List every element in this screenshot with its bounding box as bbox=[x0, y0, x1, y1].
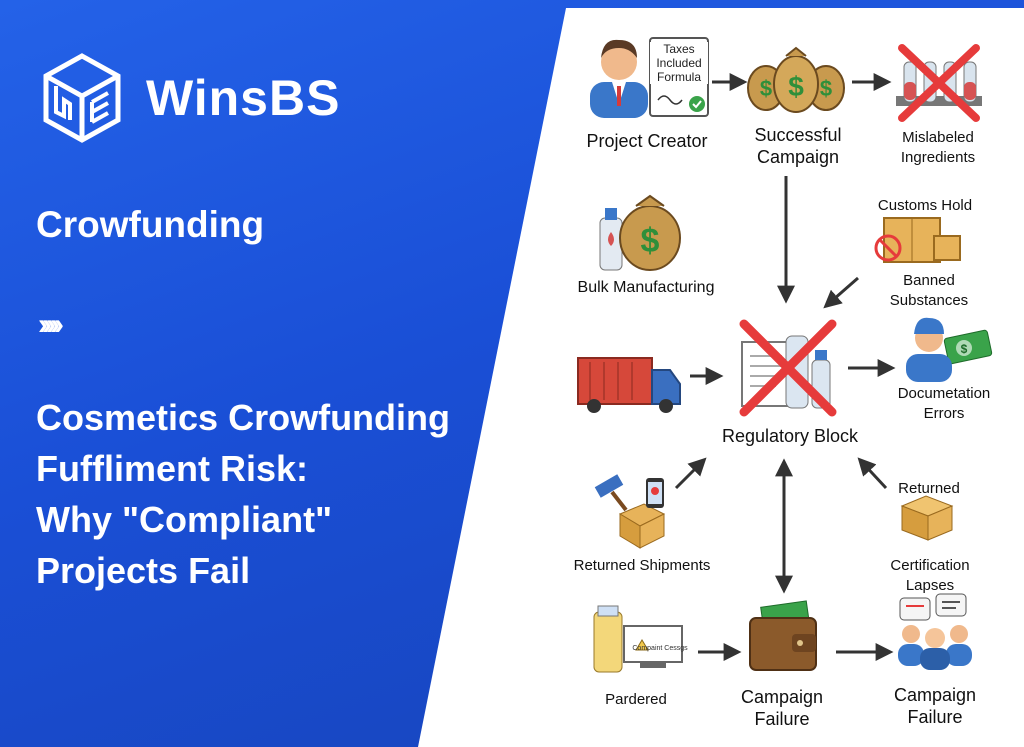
brand: WinsBS bbox=[42, 52, 340, 144]
bottle-screen-icon: Compaint Cessgs bbox=[593, 605, 688, 673]
label-regulatory-block: Regulatory Block bbox=[721, 426, 859, 446]
label-bulk-manufacturing: Bulk Manufacturing bbox=[577, 279, 715, 296]
document-text: Taxes Included Formula bbox=[650, 42, 708, 84]
svg-text:$: $ bbox=[641, 222, 660, 260]
boxes-icon bbox=[874, 217, 961, 263]
label-pardered: Pardered bbox=[605, 691, 667, 708]
label-campaign-failure-1: Campaign Failure bbox=[740, 687, 824, 729]
winsbs-logo-icon bbox=[43, 53, 121, 143]
wallet-icon bbox=[749, 600, 817, 671]
label-banned-substances: Banned Substances bbox=[889, 272, 969, 309]
label-returned: Returned bbox=[898, 480, 960, 497]
label-successful-campaign: Successful Campaign bbox=[754, 125, 842, 167]
bottle-money-bag-icon: $ bbox=[599, 194, 681, 271]
arrows bbox=[674, 73, 896, 661]
svg-text:$: $ bbox=[961, 342, 968, 356]
money-bags-icon: $ $ $ bbox=[747, 46, 845, 113]
person-icon bbox=[590, 39, 648, 118]
box-icon bbox=[900, 495, 954, 541]
group-people-icon bbox=[898, 593, 972, 670]
svg-text:$: $ bbox=[820, 76, 832, 101]
label-documentation-errors: Documetation Errors bbox=[897, 385, 991, 422]
label-project-creator: Project Creator bbox=[586, 131, 708, 151]
truck-icon bbox=[577, 357, 681, 413]
svg-text:$: $ bbox=[760, 76, 772, 101]
regulatory-block-icon bbox=[739, 319, 837, 417]
label-returned-shipments: Returned Shipments bbox=[573, 557, 711, 574]
section-label: Crowfunding bbox=[36, 204, 265, 245]
label-customs-hold: Customs Hold bbox=[877, 197, 973, 214]
person-cash-icon: $ bbox=[906, 317, 993, 382]
screen-text: Compaint Cessgs bbox=[632, 645, 688, 652]
svg-text:$: $ bbox=[788, 71, 804, 102]
brand-name: WinsBS bbox=[146, 70, 341, 126]
label-campaign-failure-2: Campaign Failure bbox=[893, 685, 977, 727]
hammer-box-phone-icon bbox=[594, 474, 666, 549]
test-tubes-crossed-icon bbox=[896, 44, 982, 122]
headline: Cosmetics Crowfunding Fuffliment Risk: W… bbox=[36, 397, 451, 591]
label-mislabeled-ingredients: Mislabeled Ingredients bbox=[900, 129, 976, 166]
label-certification-lapses: Certification Lapses bbox=[890, 557, 970, 594]
